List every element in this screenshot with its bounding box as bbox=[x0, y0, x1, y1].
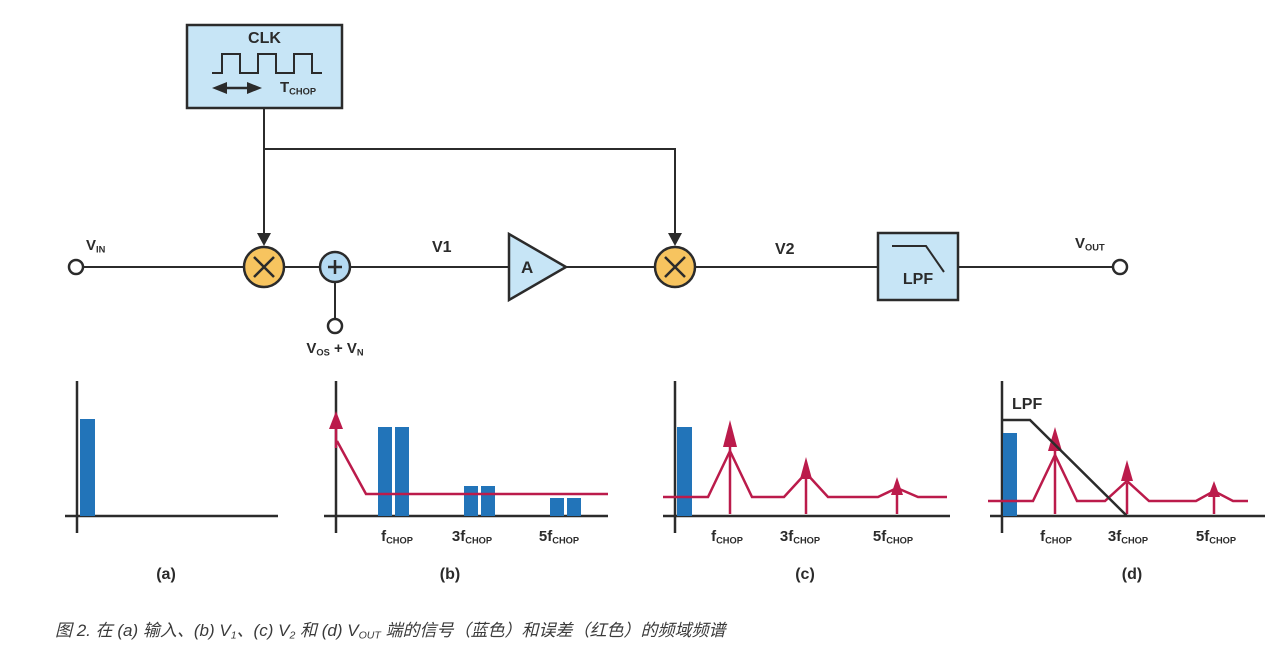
plot-c-arrowhead-fchop-icon bbox=[723, 420, 737, 447]
lpf-box bbox=[876, 231, 960, 302]
plot-c-signal-bar bbox=[677, 427, 692, 516]
clk-label: CLK bbox=[248, 30, 281, 47]
plot-b-bar-fchop-left bbox=[378, 427, 392, 516]
tchop-label: TCHOP bbox=[280, 79, 317, 97]
plot-b-bar-3fchop-right bbox=[481, 486, 495, 516]
plot-c-sublabel: (c) bbox=[795, 566, 815, 583]
input-terminal bbox=[67, 258, 85, 276]
plot-b-tick-5fchop: 5fCHOP bbox=[538, 528, 580, 546]
plot-d-noise-curve bbox=[988, 452, 1248, 503]
plot-d-sublabel: (d) bbox=[1121, 566, 1143, 583]
multiply-icon bbox=[664, 256, 686, 278]
signal-path bbox=[67, 231, 1129, 335]
plot-c-impulse-shafts bbox=[728, 434, 899, 514]
plot-b-tick-3fchop: 3fCHOP bbox=[451, 528, 493, 546]
vin-label: VIN bbox=[86, 237, 106, 255]
plot-b-dc-arrowhead-icon bbox=[329, 411, 343, 429]
output-terminal bbox=[1111, 258, 1129, 276]
v2-label: V2 bbox=[775, 241, 795, 258]
plot-c-arrowhead-5fchop-icon bbox=[891, 477, 903, 495]
lpf-label: LPF bbox=[902, 271, 934, 288]
plot-a-sublabel: (a) bbox=[156, 566, 176, 583]
summing-node bbox=[318, 250, 352, 284]
plot-b bbox=[324, 381, 608, 533]
plot-b-bar-3fchop-left bbox=[464, 486, 478, 516]
plot-b-sublabel: (b) bbox=[439, 566, 461, 583]
chopper-output-mixer bbox=[653, 245, 697, 289]
plot-d-tick-fchop: fCHOP bbox=[1040, 528, 1072, 546]
plot-d-tick-5fchop: 5fCHOP bbox=[1195, 528, 1237, 546]
plot-c-tick-5fchop: 5fCHOP bbox=[872, 528, 914, 546]
plot-b-bar-5fchop-right bbox=[567, 498, 581, 516]
chopper-input-mixer bbox=[242, 245, 286, 289]
multiply-icon bbox=[253, 256, 275, 278]
plot-a-signal-bar bbox=[80, 419, 95, 516]
plot-d bbox=[988, 381, 1265, 533]
offset-terminal bbox=[326, 317, 344, 335]
plot-c-arrowhead-3fchop-icon bbox=[800, 457, 812, 479]
plot-b-bar-fchop-right bbox=[395, 427, 409, 516]
plot-d-lpf-response-line bbox=[1002, 418, 1128, 517]
clock-routing bbox=[257, 108, 682, 246]
plot-d-tick-3fchop: 3fCHOP bbox=[1107, 528, 1149, 546]
vos-vn-label: VOS + VN bbox=[306, 340, 364, 358]
plot-b-tick-fchop: fCHOP bbox=[381, 528, 413, 546]
plot-d-arrowhead-3fchop-icon bbox=[1121, 460, 1133, 481]
plus-icon bbox=[328, 260, 342, 274]
clock-arrowhead-left-icon bbox=[257, 233, 271, 246]
squarewave-icon bbox=[212, 53, 322, 74]
double-arrow-icon bbox=[212, 82, 262, 94]
lowpass-response-icon bbox=[892, 245, 945, 273]
lpf-block bbox=[876, 231, 960, 302]
plot-d-impulse-shafts bbox=[1053, 438, 1216, 514]
plot-c bbox=[663, 381, 950, 533]
v1-label: V1 bbox=[432, 239, 452, 256]
figure-caption: 图 2. 在 (a) 输入、(b) V1、(c) V2 和 (d) VOUT 端… bbox=[55, 621, 726, 642]
clk-box bbox=[185, 23, 344, 110]
plot-d-signal-bar bbox=[1003, 433, 1017, 516]
plot-d-arrowhead-5fchop-icon bbox=[1208, 481, 1220, 497]
amp-label: A bbox=[521, 258, 534, 277]
plot-b-bar-5fchop-left bbox=[550, 498, 564, 516]
plot-d-arrowhead-fchop-icon bbox=[1048, 427, 1062, 451]
plot-c-tick-3fchop: 3fCHOP bbox=[779, 528, 821, 546]
plot-c-tick-fchop: fCHOP bbox=[711, 528, 743, 546]
clock-branch-wire bbox=[264, 148, 676, 233]
vout-label: VOUT bbox=[1075, 235, 1105, 253]
plot-d-lpf-overlay-label: LPF bbox=[1012, 396, 1043, 413]
clock-arrowhead-right-icon bbox=[668, 233, 682, 246]
clk-block bbox=[185, 23, 344, 110]
plot-a bbox=[65, 381, 278, 533]
plot-b-noise-curve bbox=[335, 440, 608, 496]
amplifier-triangle bbox=[507, 231, 569, 303]
